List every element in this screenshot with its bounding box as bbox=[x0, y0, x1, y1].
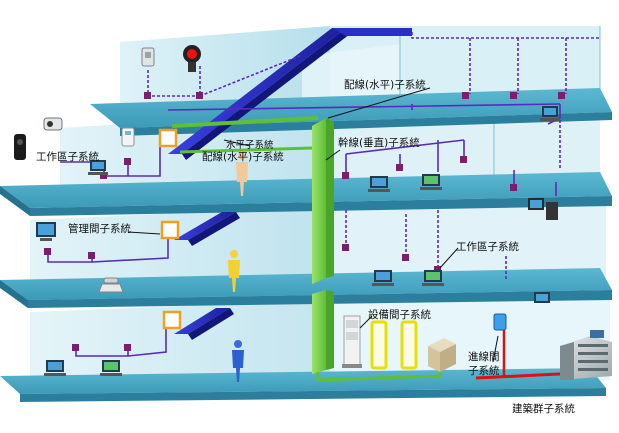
camera-icon bbox=[44, 118, 62, 130]
entrance-room-label-line1: 進線間 bbox=[468, 350, 500, 363]
work-area-subsystem-label: 工作區子系統 bbox=[36, 150, 99, 163]
server-rack-icon bbox=[342, 316, 362, 368]
equipment-room-subsystem-label: 設備間子系統 bbox=[368, 308, 431, 321]
campus-subsystem-label: 建築群子系統 bbox=[512, 402, 575, 415]
speaker-icon bbox=[14, 134, 26, 160]
horizontal-subsystem-mid2-label: 配線(水平)子系統 bbox=[202, 150, 284, 163]
access-panel-icon bbox=[142, 48, 154, 66]
work-area-subsystem-right-label: 工作區子系統 bbox=[456, 240, 519, 253]
horizontal-subsystem-top-label: 配線(水平)子系統 bbox=[344, 78, 426, 91]
admin-room-subsystem-label: 管理間子系統 bbox=[68, 222, 131, 235]
horizontal-subsystem-mid-label: 水平子系統 bbox=[226, 139, 274, 151]
wall-outlet-icon bbox=[494, 314, 506, 330]
entrance-room-label-line2: 子系統 bbox=[468, 364, 500, 377]
access-reader-icon bbox=[122, 128, 134, 146]
vertical-backbone-subsystem-label: 幹線(垂直)子系統 bbox=[338, 136, 420, 149]
